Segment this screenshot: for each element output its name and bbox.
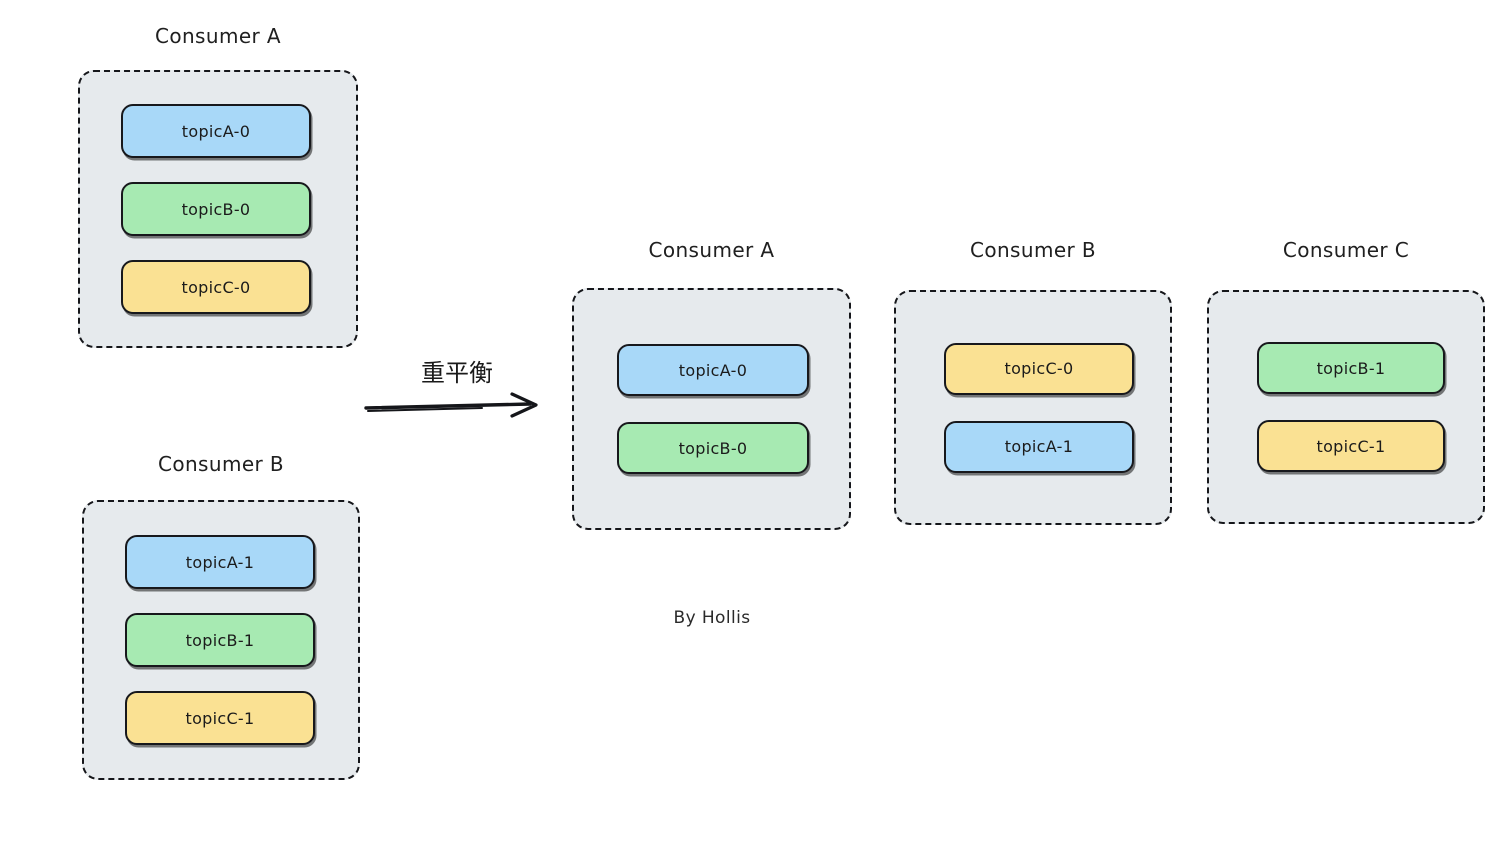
group-box (894, 290, 1172, 525)
partition-chip[interactable]: topicA-0 (121, 104, 311, 158)
partition-chip[interactable]: topicA-0 (617, 344, 809, 396)
partition-chip[interactable]: topicA-1 (125, 535, 315, 589)
after-group-consumer-b: Consumer B topicC-0 topicA-1 (894, 238, 1172, 530)
partition-chip[interactable]: topicC-0 (944, 342, 1134, 395)
partition-chip[interactable]: topicC-1 (125, 691, 315, 745)
partition-chip[interactable]: topicA-1 (944, 420, 1134, 473)
before-group-consumer-b: Consumer B topicA-1 topicB-1 topicC-1 (82, 450, 360, 795)
after-group-consumer-a: Consumer A topicA-0 topicB-0 (572, 238, 851, 533)
partition-chip[interactable]: topicB-1 (1257, 342, 1445, 394)
partition-list: topicA-1 topicB-1 topicC-1 (125, 501, 315, 779)
group-title: Consumer B (157, 452, 285, 476)
group-title: Consumer A (648, 238, 775, 262)
group-box (1207, 290, 1485, 524)
group-title: Consumer C (1282, 238, 1410, 262)
partition-list: topicC-0 topicA-1 (944, 291, 1134, 524)
rebalance-label: 重平衡 (421, 359, 493, 387)
rebalance-arrow-icon (364, 392, 538, 418)
group-title: Consumer A (154, 24, 282, 48)
group-title: Consumer B (969, 238, 1097, 262)
partition-list: topicA-0 topicB-0 (617, 289, 809, 529)
author-credit: By Hollis (673, 608, 751, 628)
partition-chip[interactable]: topicB-0 (617, 422, 809, 474)
before-group-consumer-a: Consumer A topicA-0 topicB-0 topicC-0 (78, 20, 358, 350)
partition-chip[interactable]: topicB-0 (121, 182, 311, 236)
partition-list: topicA-0 topicB-0 topicC-0 (121, 71, 311, 347)
group-box (572, 288, 851, 530)
partition-list: topicB-1 topicC-1 (1257, 291, 1445, 523)
partition-chip[interactable]: topicC-0 (121, 260, 311, 314)
partition-chip[interactable]: topicB-1 (125, 613, 315, 667)
after-group-consumer-c: Consumer C topicB-1 topicC-1 (1207, 238, 1485, 530)
partition-chip[interactable]: topicC-1 (1257, 420, 1445, 472)
